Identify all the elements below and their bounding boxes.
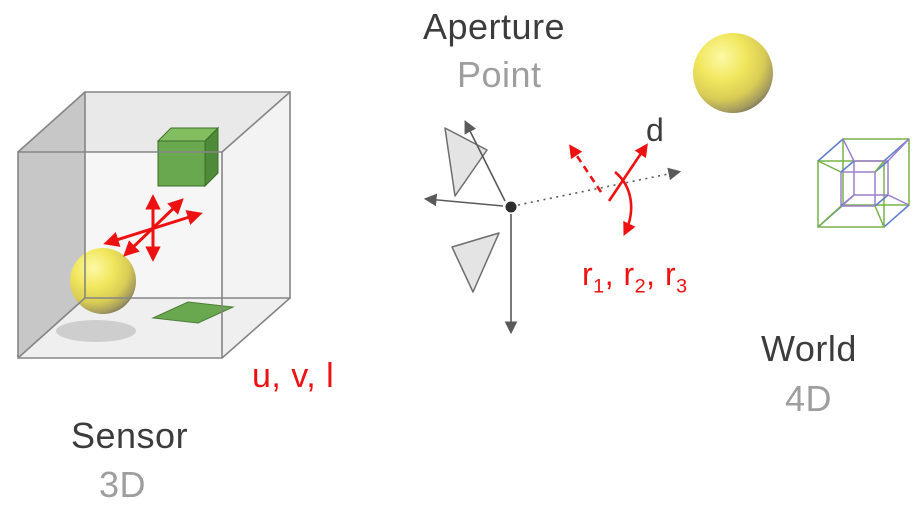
sensor-sphere-icon	[70, 248, 136, 314]
optical-axis-dotted-arrow-icon	[517, 167, 682, 206]
direction-d-label: d	[646, 112, 665, 148]
rotation-arc-arrow-icon	[614, 170, 636, 237]
world-sphere-icon	[693, 33, 773, 113]
aperture-point-dot-icon	[505, 201, 517, 213]
sensor-title: Sensor	[71, 415, 189, 456]
world-dimension-label: 4D	[785, 378, 833, 419]
direction-d-arrow-icon	[607, 143, 648, 202]
aperture-arrows-icon	[423, 120, 518, 335]
ray-params-label: r1, r2, r3	[582, 256, 688, 298]
sensor-axes-arrows-icon	[103, 194, 203, 262]
ray-r2-sub: 2	[634, 275, 647, 298]
ray-r1: r	[582, 256, 594, 292]
dashed-direction-arrow-icon	[569, 144, 603, 193]
tesseract-icon	[817, 138, 910, 228]
aperture-type-label: Point	[457, 54, 542, 95]
world-title: World	[761, 328, 857, 369]
ray-r2: r	[623, 256, 635, 292]
green-plate-icon	[151, 301, 235, 324]
ray-r3-sub: 3	[676, 275, 688, 298]
sensor-coords-label: u, v, l	[252, 357, 335, 395]
green-cube-icon	[156, 126, 220, 188]
sensor-box-edges	[17, 91, 291, 359]
ray-r1-sub: 1	[593, 275, 605, 298]
sensor-dimension-label: 3D	[99, 464, 147, 505]
aperture-title: Aperture	[423, 6, 566, 47]
ray-sep1: ,	[604, 256, 624, 292]
aperture-blades-icon	[444, 127, 500, 293]
ray-r3: r	[664, 256, 677, 292]
sphere-shadow-icon	[56, 320, 136, 342]
ray-sep2: ,	[646, 256, 665, 292]
